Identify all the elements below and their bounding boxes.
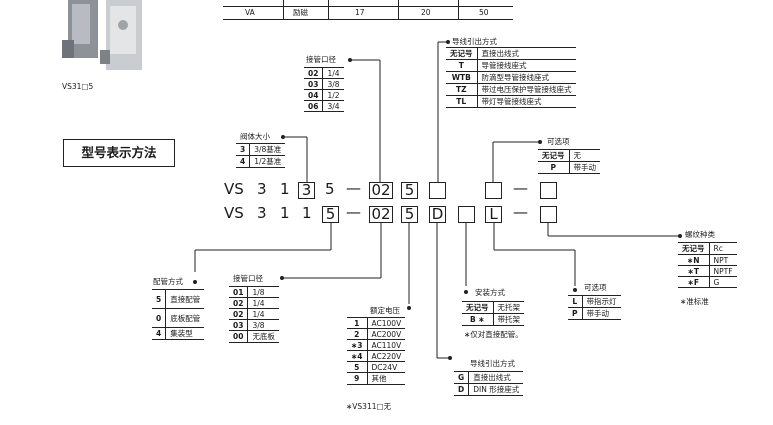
photo-caption: VS31□5 [62, 82, 94, 91]
option-b-title: 可选项 [584, 283, 607, 292]
dot-option-a [538, 140, 542, 144]
body-size-title: 阀体大小 [240, 132, 270, 141]
mounting-note: ∗仅对直接配管。 [464, 330, 523, 339]
code1-3: 3 [257, 180, 267, 198]
top-cell-1: 17 [355, 8, 365, 17]
code2-vs: VS [224, 204, 244, 222]
code1-box-lead [429, 182, 446, 199]
code1-vs: VS [224, 180, 244, 198]
dot-option-b [573, 288, 577, 292]
code1-5: 5 [325, 180, 335, 198]
code2-box-thread [540, 206, 557, 223]
code1-box-option [485, 182, 502, 199]
code2-3: 3 [257, 204, 267, 222]
lead-wire-a-title: 导线引出方式 [452, 37, 497, 46]
code1-box-thread [540, 182, 557, 199]
top-cell-3: 50 [479, 8, 489, 17]
lead-wire-b-title: 导线引出方式 [470, 359, 515, 368]
code1-box-body-size: 3 [298, 182, 315, 199]
code1-1: 1 [280, 180, 290, 198]
code2-box-option: L [485, 206, 502, 223]
thread-title: 螺纹种类 [685, 230, 715, 239]
piping-title: 配管方式 [153, 277, 183, 286]
dot-thread [678, 234, 682, 238]
dot-piping [193, 280, 197, 284]
code2-box-piping: 5 [322, 206, 339, 223]
code2-1a: 1 [280, 204, 290, 222]
mounting-title: 安装方式 [475, 288, 505, 297]
dot-voltage [407, 306, 411, 310]
dot-body-size [281, 135, 285, 139]
product-photo [62, 0, 172, 74]
voltage-note: ∗VS311□无 [346, 402, 392, 411]
code2-1b: 1 [302, 204, 312, 222]
port-size-a-title: 接管口径 [306, 55, 336, 64]
code2-box-lead: D [429, 206, 446, 223]
dot-port-b [280, 276, 284, 280]
thread-note: ∗准标准 [680, 297, 709, 306]
section-title: 型号表示方法 [63, 139, 175, 167]
code2-box-port: 02 [369, 206, 393, 223]
dot-port-a [348, 58, 352, 62]
voltage-title: 额定电压 [370, 306, 400, 315]
top-spec-table: VA 励磁 17 20 50 [223, 0, 513, 20]
code1-box-port: 02 [369, 182, 393, 199]
dot-lead-a [446, 40, 450, 44]
dot-lead-b [448, 356, 452, 360]
valve-image [62, 0, 142, 70]
top-seal: 励磁 [293, 8, 308, 17]
top-row-label: VA [245, 8, 255, 17]
port-size-b-title: 接管口径 [233, 274, 263, 283]
mounting-table: 无记号无托架 B ∗带托架 [462, 301, 524, 326]
dot-mounting [464, 290, 468, 294]
code1-dash-1: — [346, 179, 361, 197]
code2-dash-2: — [513, 203, 528, 221]
option-a-title: 可选项 [547, 137, 570, 146]
code1-dash-2: — [513, 179, 528, 197]
top-cell-2: 20 [421, 8, 431, 17]
code2-dash-1: — [346, 203, 361, 221]
code1-box-voltage: 5 [401, 182, 418, 199]
code2-box-voltage: 5 [401, 206, 418, 223]
code2-box-mounting [458, 206, 475, 223]
